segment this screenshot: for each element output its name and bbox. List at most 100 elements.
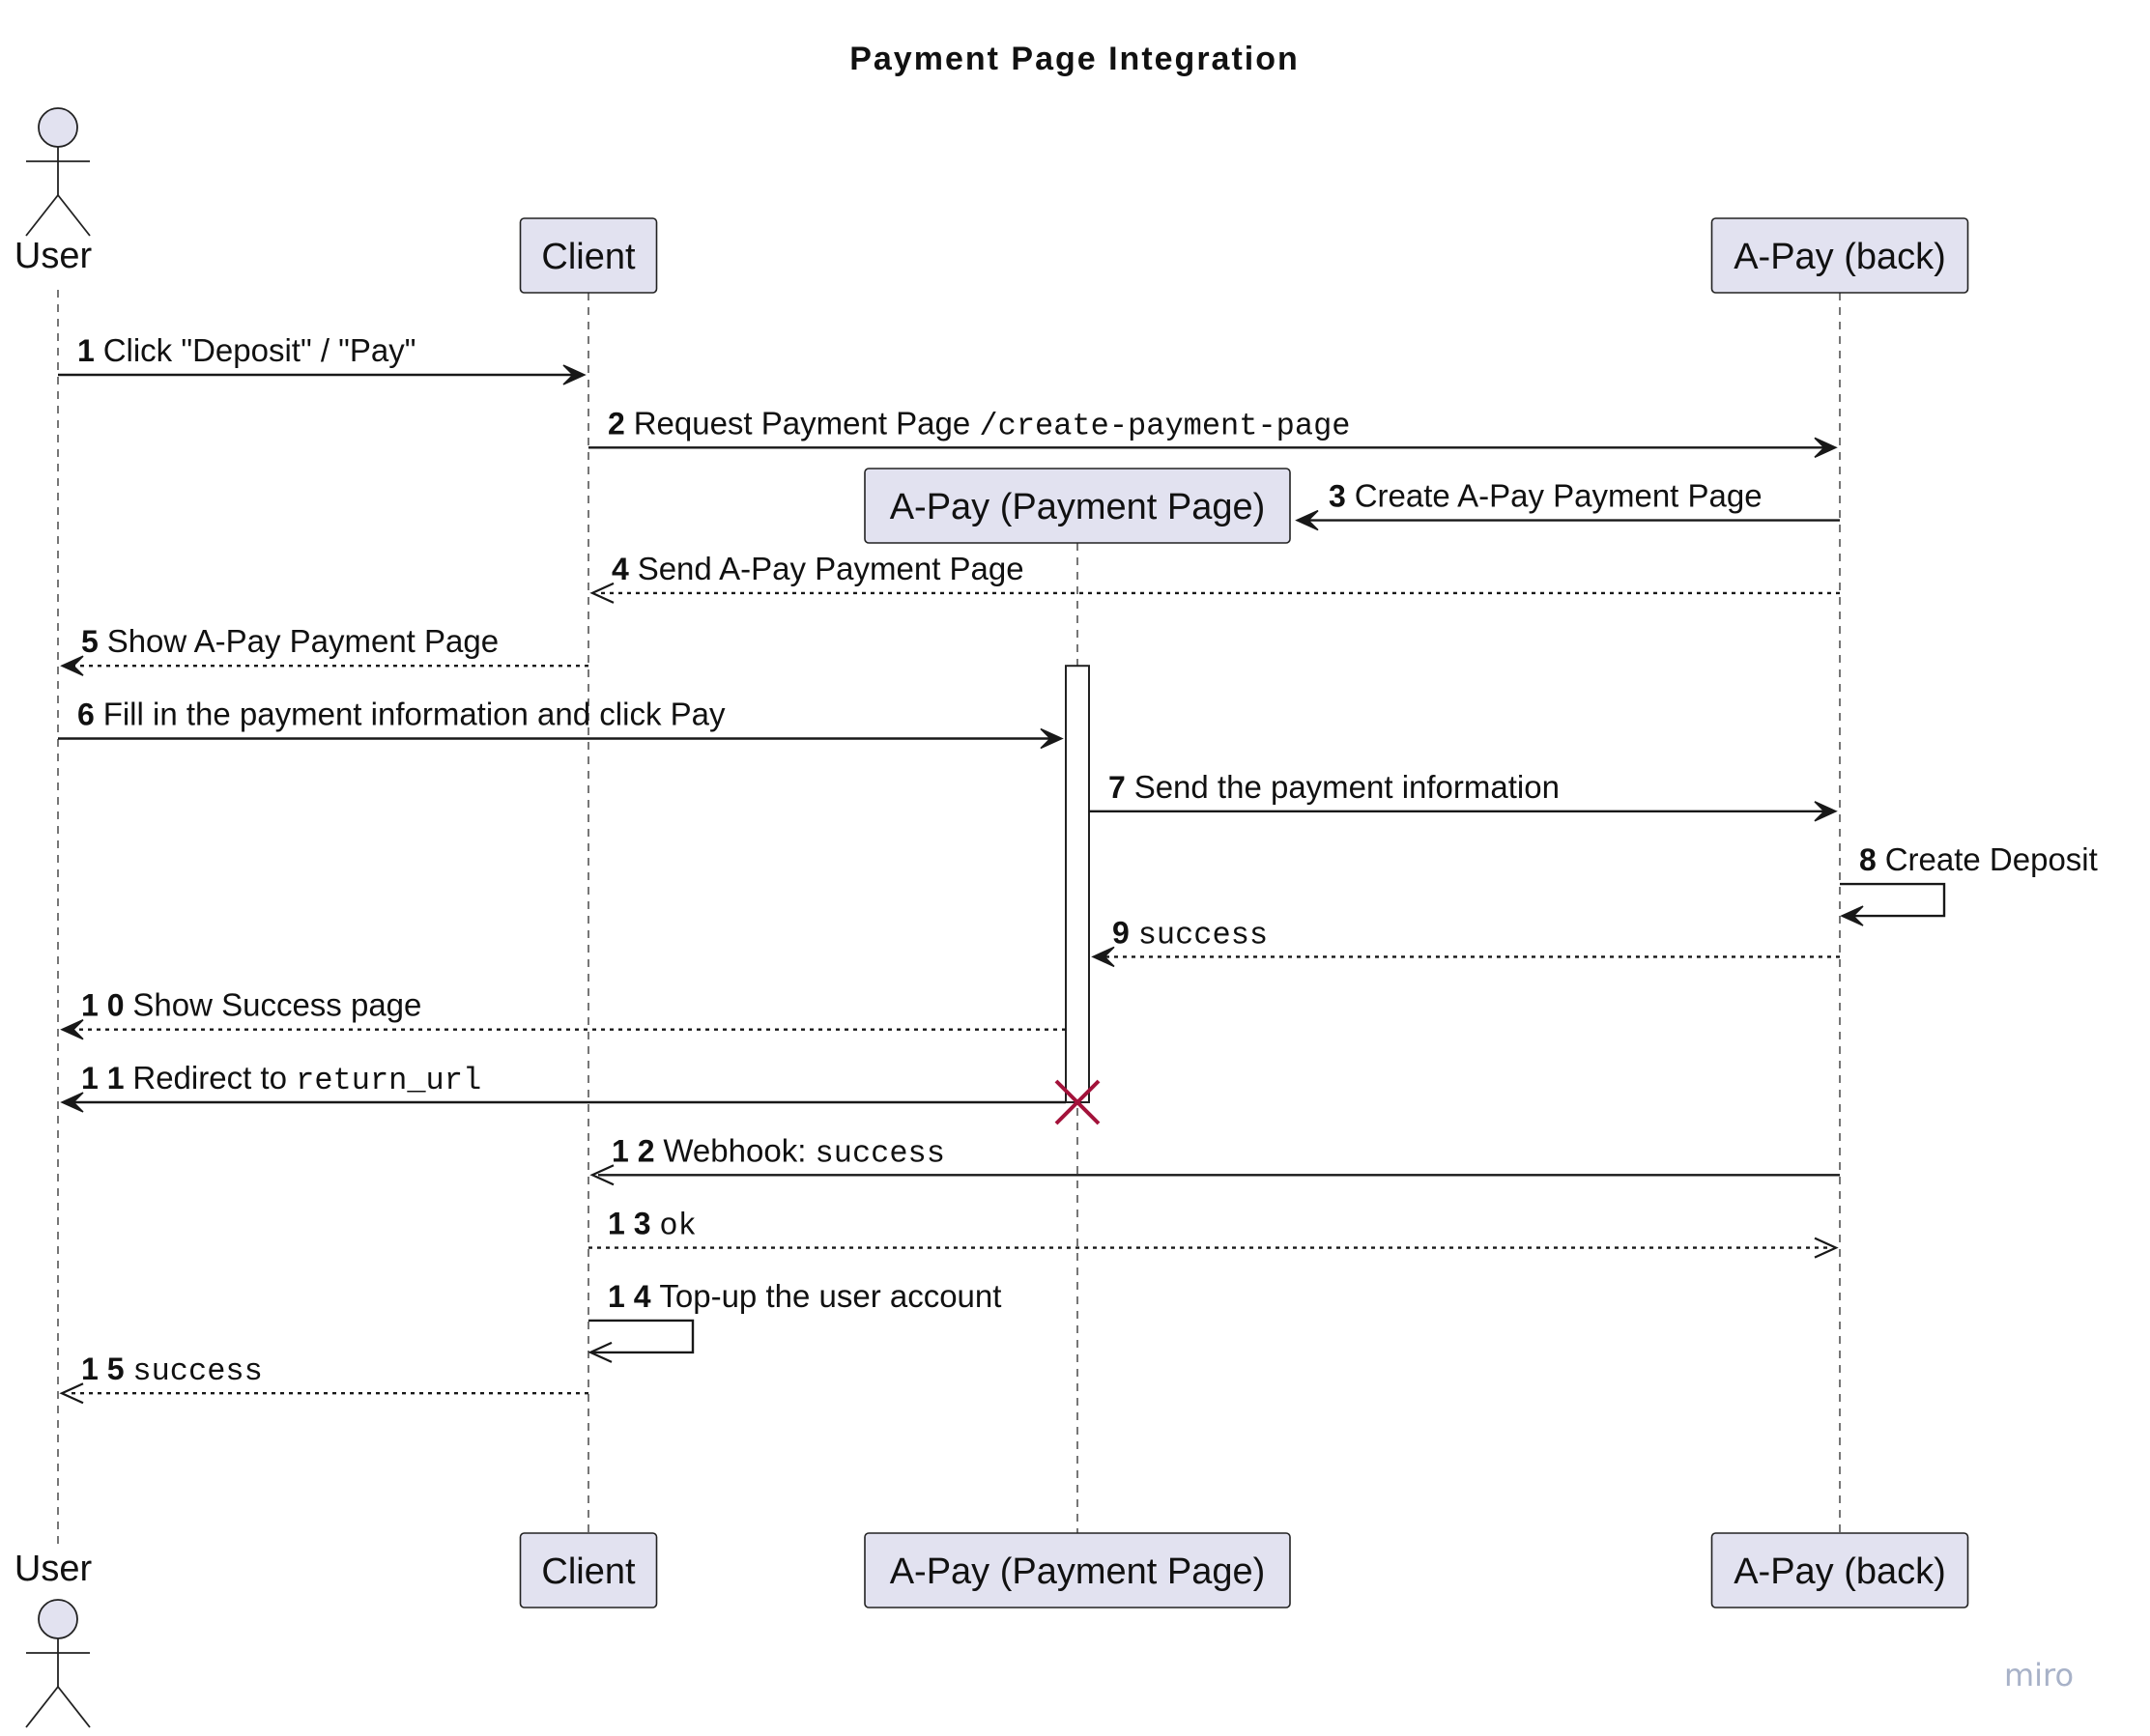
code-text: ok xyxy=(659,1209,696,1244)
step-number: 8 xyxy=(1859,842,1885,877)
step-number: 2 xyxy=(608,406,634,441)
message-8: 8 Create Deposit xyxy=(1840,841,2098,926)
step-number: 1 2 xyxy=(612,1133,663,1168)
participant-label: Client xyxy=(541,1551,636,1592)
message-9: 9 success xyxy=(1091,915,1840,968)
activation-bar-payment-page xyxy=(1065,665,1090,1103)
arrow-head xyxy=(1840,905,1864,926)
message-text: Show Success page xyxy=(132,987,421,1023)
code-text: /create-payment-page xyxy=(979,408,1350,443)
arrow-head xyxy=(60,1092,84,1113)
step-number: 1 3 xyxy=(608,1207,659,1241)
message-label: 1 Click "Deposit" / "Pay" xyxy=(77,332,416,368)
messages: 1 Click "Deposit" / "Pay" 2 Request Payme… xyxy=(58,332,2098,1405)
message-6: 6 Fill in the payment information and cl… xyxy=(58,697,1064,750)
step-number: 5 xyxy=(81,624,107,659)
participant-box xyxy=(864,1532,1291,1608)
step-number: 1 0 xyxy=(81,988,132,1023)
message-11: 1 1 Redirect to return_url xyxy=(60,1060,1101,1125)
actor-leg-left xyxy=(25,1686,59,1728)
message-label: 1 1 Redirect to return_url xyxy=(81,1060,481,1098)
participant-label: A-Pay (back) xyxy=(1734,237,1946,277)
participant-paypage-created: A-Pay (Payment Page) xyxy=(864,468,1291,544)
participant-label: Client xyxy=(541,237,636,277)
destroy-x-icon xyxy=(1054,1079,1101,1125)
message-12: 1 2 Webhook: success xyxy=(589,1132,1840,1186)
message-text: Redirect to xyxy=(132,1060,296,1096)
message-label: 1 5 success xyxy=(81,1352,263,1389)
message-label: 7 Send the payment information xyxy=(1108,769,1560,805)
actor-leg-left xyxy=(25,194,59,237)
participant-label: A-Pay (back) xyxy=(1734,1551,1946,1592)
message-1: 1 Click "Deposit" / "Pay" xyxy=(58,332,587,385)
message-15: 1 5 success xyxy=(59,1352,588,1405)
actor-label: User xyxy=(14,1549,93,1589)
code-text: success xyxy=(816,1135,945,1171)
step-number: 1 5 xyxy=(81,1352,132,1386)
participant-box xyxy=(519,1532,658,1608)
code-text: success xyxy=(1138,917,1268,953)
message-label: 9 success xyxy=(1112,915,1268,953)
message-14: 1 4 Top-up the user account xyxy=(588,1278,1001,1363)
arrow-head-open xyxy=(59,1382,84,1405)
message-label: 4 Send A-Pay Payment Page xyxy=(612,551,1024,586)
participant-box xyxy=(1710,217,1969,294)
message-text: Create A-Pay Payment Page xyxy=(1355,478,1763,514)
message-text: Create Deposit xyxy=(1885,841,2098,877)
arrow-head xyxy=(60,1019,84,1040)
participant-box xyxy=(1710,1532,1969,1608)
actor-head-icon xyxy=(38,107,78,148)
code-text: return_url xyxy=(296,1063,481,1098)
message-text: Show A-Pay Payment Page xyxy=(107,623,499,659)
participant-paypage-bottom: A-Pay (Payment Page) xyxy=(864,1532,1291,1608)
message-label: 1 3 ok xyxy=(608,1207,697,1244)
actor-user: User xyxy=(14,1549,93,1728)
message-text: Send the payment information xyxy=(1134,769,1560,805)
participant-label: A-Pay (Payment Page) xyxy=(890,1551,1266,1592)
message-3: 3 Create A-Pay Payment Page xyxy=(1295,478,1840,531)
message-10: 1 0 Show Success page xyxy=(60,987,1066,1040)
actor-label: User xyxy=(14,236,93,276)
participant-client-top: Client xyxy=(519,217,658,294)
step-number: 1 xyxy=(77,333,103,368)
message-label: 3 Create A-Pay Payment Page xyxy=(1329,478,1763,514)
step-number: 4 xyxy=(612,552,638,586)
arrow-head-open xyxy=(589,582,615,604)
actor-head-icon xyxy=(38,1599,78,1639)
step-number: 1 4 xyxy=(608,1279,659,1314)
message-2: 2 Request Payment Page /create-payment-p… xyxy=(588,405,1838,458)
arrow-head xyxy=(1814,437,1838,458)
message-text: Webhook: xyxy=(663,1132,815,1168)
arrow-head xyxy=(1091,946,1115,968)
code-text: success xyxy=(132,1353,262,1389)
actor-leg-right xyxy=(57,1686,91,1728)
arrow-head-open xyxy=(588,1341,613,1363)
arrow-head-open xyxy=(589,1164,615,1186)
message-text: Click "Deposit" / "Pay" xyxy=(103,332,416,368)
arrow-head xyxy=(1040,727,1064,750)
diagram-title: Payment Page Integration xyxy=(849,41,1300,77)
participant-box xyxy=(864,468,1291,544)
message-5: 5 Show A-Pay Payment Page xyxy=(60,623,588,676)
message-label: 2 Request Payment Page /create-payment-p… xyxy=(608,405,1350,443)
step-number: 3 xyxy=(1329,479,1355,514)
message-label: 8 Create Deposit xyxy=(1859,841,2098,877)
message-label: 1 4 Top-up the user account xyxy=(608,1278,1001,1314)
message-label: 5 Show A-Pay Payment Page xyxy=(81,623,499,659)
message-text: Fill in the payment information and clic… xyxy=(103,697,726,732)
message-7: 7 Send the payment information xyxy=(1089,769,1838,822)
message-4: 4 Send A-Pay Payment Page xyxy=(589,551,1840,604)
message-text: Request Payment Page xyxy=(634,405,980,441)
activations xyxy=(1065,665,1090,1103)
participant-back-bottom: A-Pay (back) xyxy=(1710,1532,1969,1608)
arrow-head xyxy=(1814,801,1838,822)
actor-leg-right xyxy=(57,194,91,237)
arrow-head xyxy=(60,655,84,676)
miro-watermark: miro xyxy=(2004,1657,2074,1693)
message-text: Top-up the user account xyxy=(659,1278,1001,1314)
message-label: 6 Fill in the payment information and cl… xyxy=(77,697,726,732)
participant-back-top: A-Pay (back) xyxy=(1710,217,1969,294)
message-label: 1 0 Show Success page xyxy=(81,987,421,1023)
